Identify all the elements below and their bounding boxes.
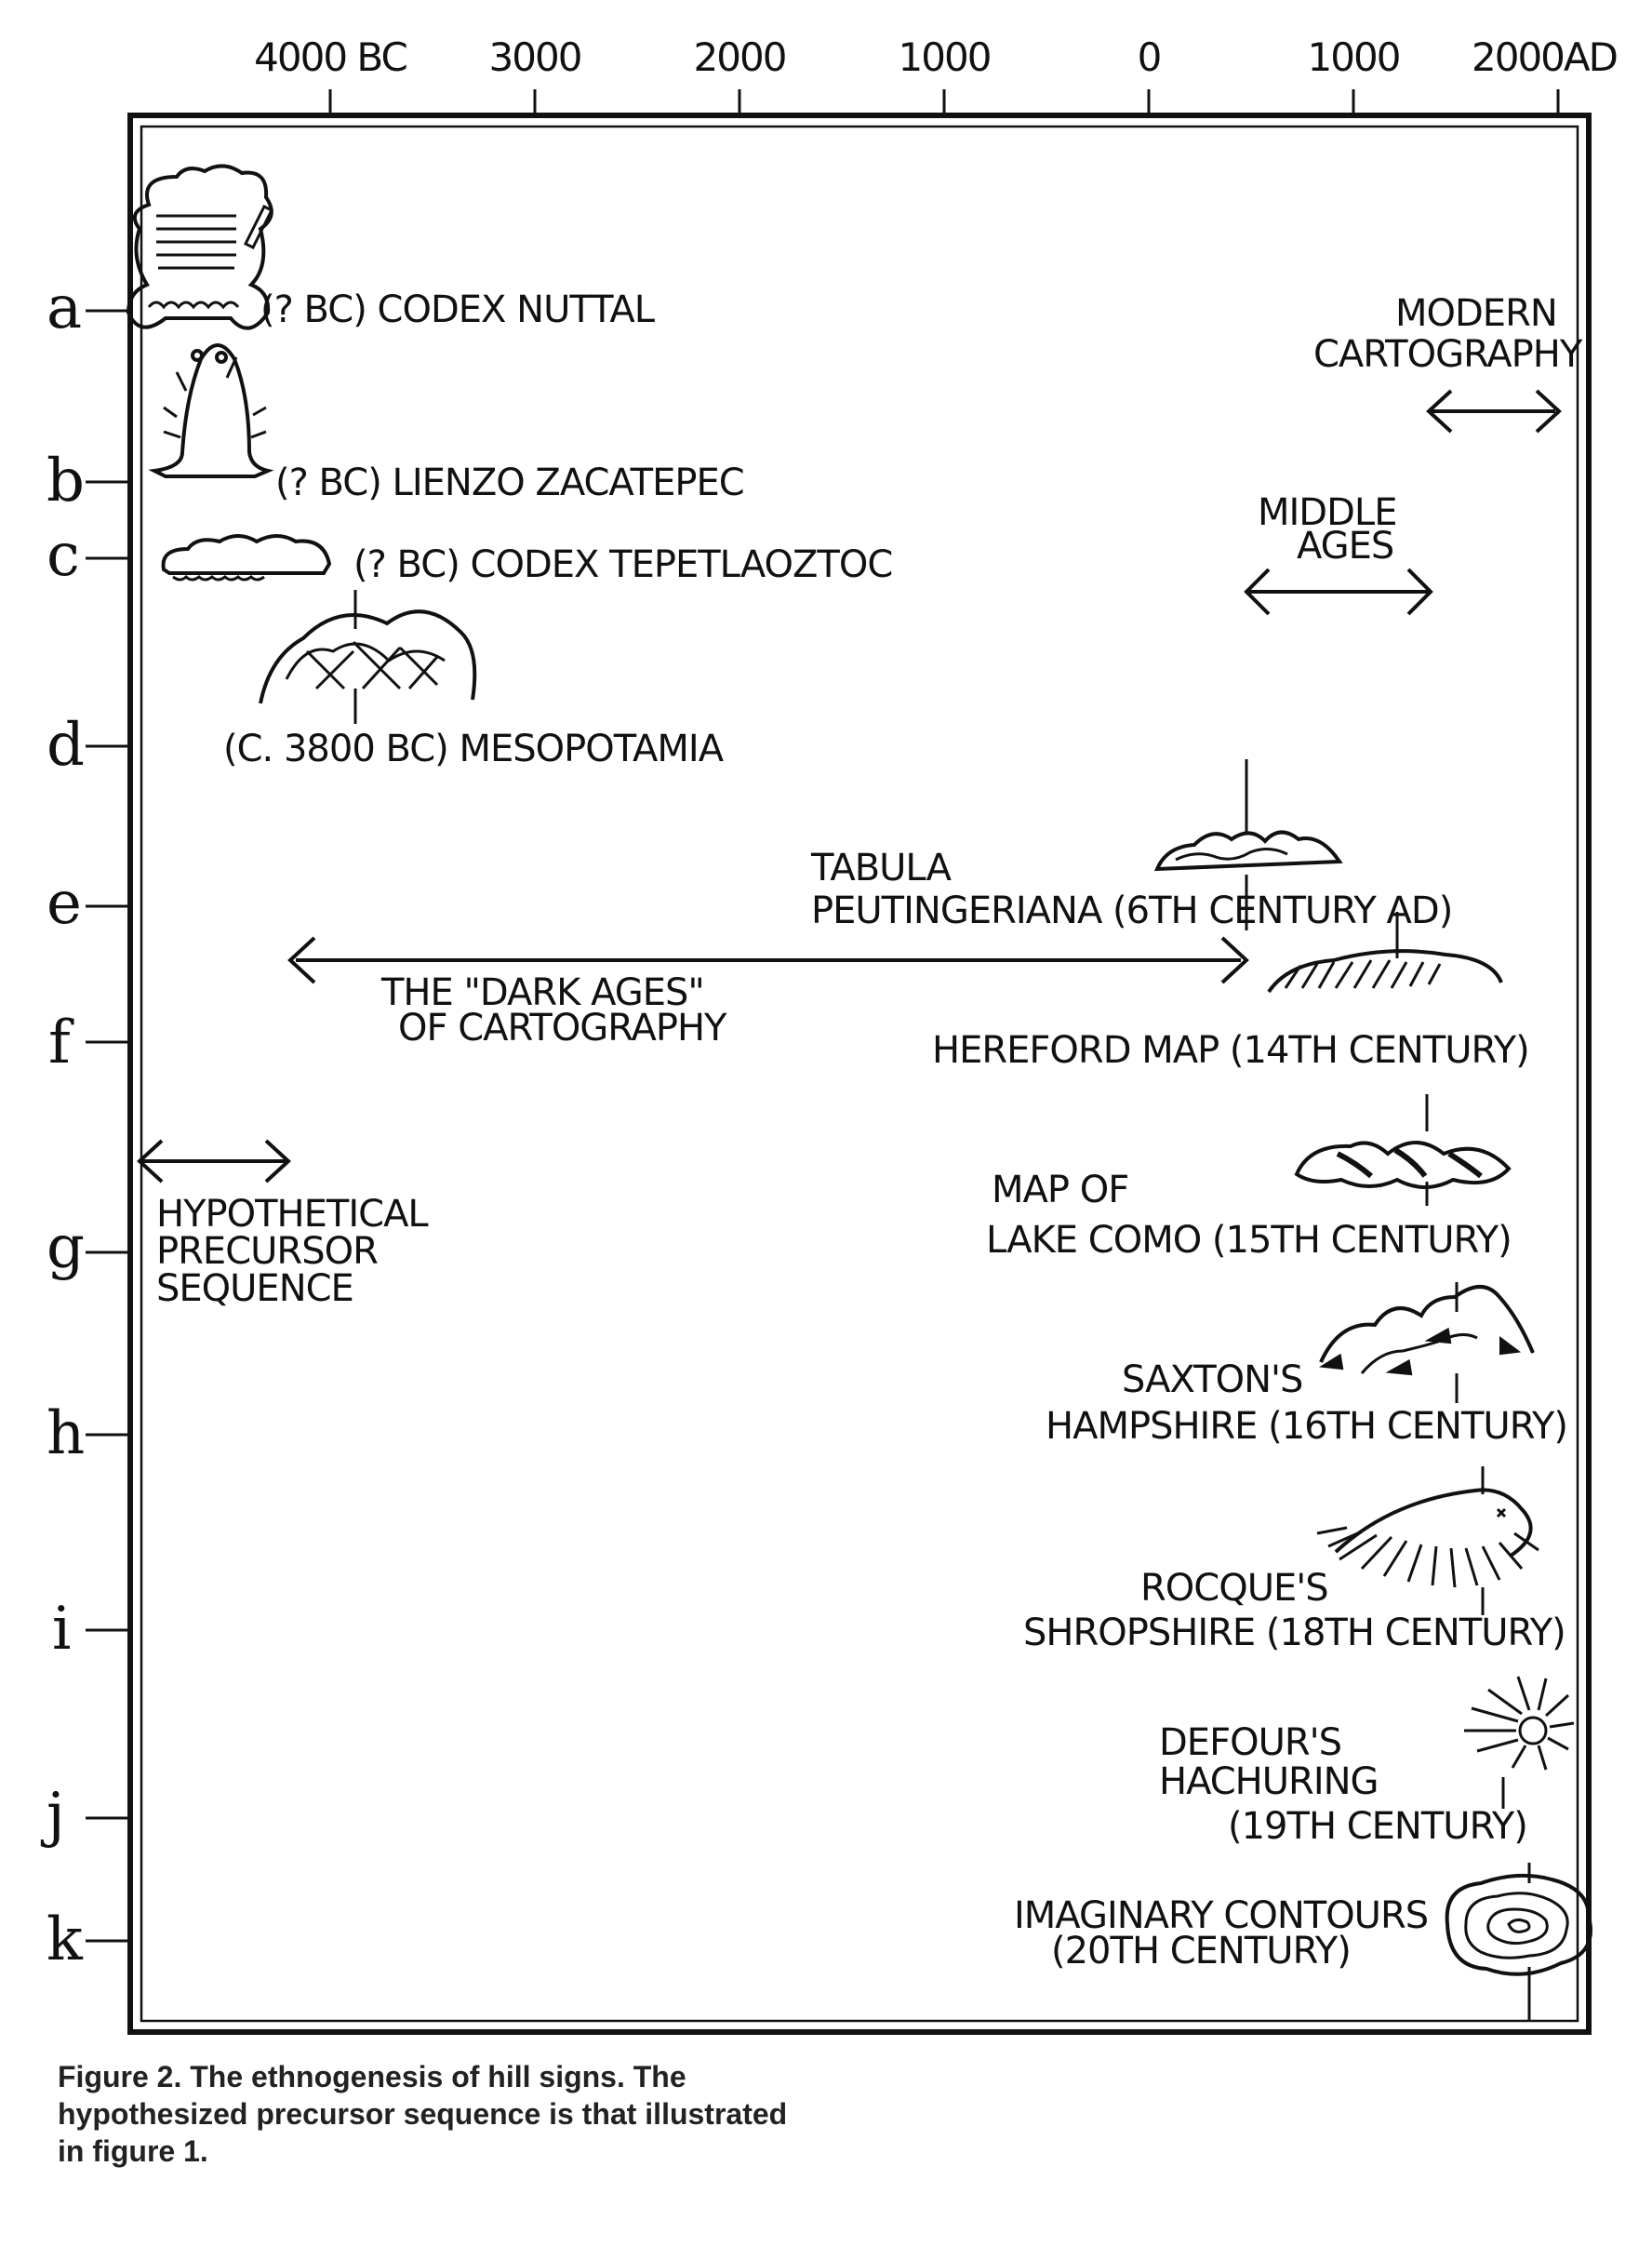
label-tabula-line2: PEUTINGERIANA (6TH CENTURY AD)	[811, 889, 1452, 932]
label-saxton-line2: HAMPSHIRE (16TH CENTURY)	[1046, 1405, 1567, 1448]
axis-label-4000bc: 4000 BC	[254, 34, 406, 80]
caption-line-1: Figure 2. The ethnogenesis of hill signs…	[58, 2060, 686, 2093]
caption-line-2: hypothesized precursor sequence is that …	[58, 2097, 788, 2131]
label-mesopotamia: (C. 3800 BC) MESOPOTAMIA	[223, 728, 725, 770]
label-middle-ages-line2: AGES	[1297, 525, 1393, 568]
label-contours-line2: (20TH CENTURY)	[1051, 1930, 1351, 1972]
saxton-hampshire-hill-glyph	[1319, 1282, 1535, 1403]
label-codex-tepetlaoztoc: (? BC) CODEX TEPETLAOZTOC	[353, 543, 892, 586]
label-tabula-line1: TABULA	[810, 847, 953, 889]
axis-label-1000bc: 1000	[899, 34, 991, 80]
middle-ages-span-arrow	[1244, 568, 1433, 616]
rocque-shropshire-hill-glyph	[1316, 1466, 1539, 1615]
label-saxton-line1: SAXTON'S	[1122, 1358, 1302, 1401]
row-letter-i: i	[52, 1595, 71, 1664]
label-middle-ages-line1: MIDDLE	[1258, 491, 1396, 534]
diagram-frame	[127, 113, 1592, 2035]
row-letter-f: f	[48, 1009, 74, 1077]
row-letter-e: e	[47, 869, 82, 938]
label-como-line2: LAKE COMO (15TH CENTURY)	[986, 1219, 1512, 1262]
row-letter-b: b	[47, 447, 85, 515]
axis-label-1000ad: 1000	[1308, 34, 1400, 80]
mesopotamia-hill-glyph	[259, 590, 477, 724]
tabula-peutingeriana-hill-glyph	[1153, 759, 1343, 930]
row-markers: a b c d e f g h i j k	[40, 274, 130, 1974]
axis-label-2000: 2000	[694, 34, 786, 80]
label-dark-ages-line1: THE "DARK AGES"	[380, 971, 704, 1014]
label-codex-nuttal: (? BC) CODEX NUTTAL	[260, 288, 656, 331]
caption-line-3: in figure 1.	[58, 2134, 208, 2168]
axis-label-0: 0	[1138, 34, 1161, 80]
label-hereford: HEREFORD MAP (14TH CENTURY)	[932, 1029, 1529, 1072]
row-letter-h: h	[47, 1399, 85, 1468]
label-dufour-line3: (19TH CENTURY)	[1228, 1805, 1527, 1848]
axis-label-3000: 3000	[489, 34, 581, 80]
modern-cartography-span-arrow	[1426, 389, 1562, 434]
label-contours-line1: IMAGINARY CONTOURS	[1014, 1894, 1428, 1937]
label-modern-line1: MODERN	[1395, 292, 1557, 335]
row-letter-d: d	[47, 711, 85, 780]
hereford-map-hill-glyph	[1267, 912, 1503, 994]
axis-tick-labels: 4000 BC 3000 2000 1000 0 1000 2000AD	[254, 34, 1619, 80]
label-dark-ages-line2: OF CARTOGRAPHY	[398, 1007, 727, 1050]
lienzo-zacatepec-hill-glyph	[148, 343, 274, 478]
row-letter-a: a	[47, 274, 82, 342]
label-modern-line2: CARTOGRAPHY	[1313, 333, 1583, 376]
label-dufour-line2: HACHURING	[1159, 1760, 1379, 1803]
row-letter-k: k	[47, 1906, 84, 1974]
label-hypothetical-line3: SEQUENCE	[156, 1267, 353, 1310]
time-axis	[328, 89, 1560, 115]
label-lienzo-zacatepec: (? BC) LIENZO ZACATEPEC	[275, 461, 744, 504]
label-hypothetical-line1: HYPOTHETICAL	[156, 1193, 429, 1236]
label-dufour-line1: DEFOUR'S	[1159, 1721, 1341, 1764]
label-hypothetical-line2: PRECURSOR	[156, 1230, 378, 1273]
dark-ages-span-arrow	[287, 936, 1249, 984]
row-letter-c: c	[47, 521, 80, 590]
label-rocque-line1: ROCQUE'S	[1140, 1567, 1328, 1610]
row-letter-j: j	[40, 1781, 65, 1850]
label-como-line1: MAP OF	[992, 1169, 1128, 1211]
codex-nuttal-hill-glyph	[126, 164, 274, 330]
row-letter-g: g	[47, 1213, 85, 1282]
dufour-hachuring-hill-glyph	[1464, 1676, 1575, 1809]
codex-tepetlaoztoc-hill-glyph	[161, 534, 332, 582]
imaginary-contours-hill-glyph	[1445, 1863, 1592, 2021]
figure-caption: Figure 2. The ethnogenesis of hill signs…	[58, 2058, 895, 2170]
hypothetical-precursor-span-arrow	[137, 1139, 291, 1183]
lake-como-hill-glyph	[1294, 1094, 1512, 1206]
axis-label-2000ad: 2000AD	[1472, 34, 1617, 80]
label-rocque-line2: SHROPSHIRE (18TH CENTURY)	[1023, 1611, 1565, 1654]
